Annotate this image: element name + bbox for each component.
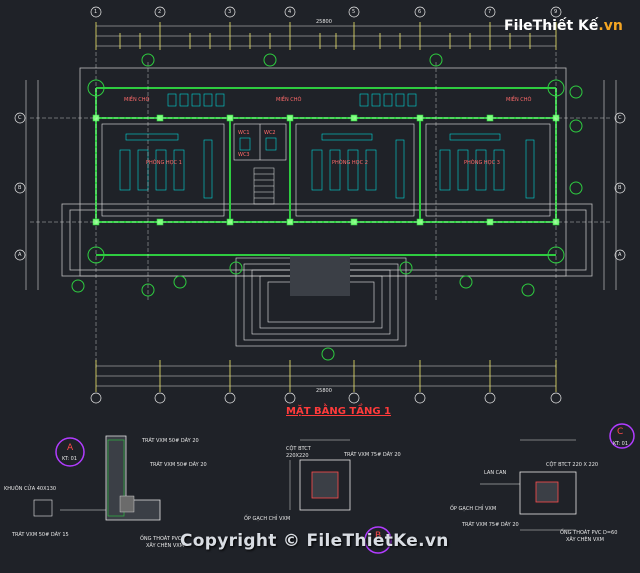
watermark-logo: FileThiết Kế.vn: [504, 18, 623, 34]
detail-c-label-3: ỐP GẠCH CHỈ VXM: [450, 506, 497, 512]
section-markers: [71, 53, 583, 361]
logo-rest-text: Thiết Kế: [532, 18, 599, 34]
grid-axes: [30, 52, 610, 370]
detail-c-letter: C: [617, 427, 624, 437]
structural-walls: [95, 87, 557, 256]
grid-number-5: 5: [352, 9, 356, 15]
room-label-wc3: WC3: [238, 152, 250, 158]
desk-rows: [119, 133, 535, 199]
bottom-grid-bubbles: [90, 392, 562, 404]
side-grid-bubbles: [14, 112, 626, 261]
grid-letter-c-right: C: [618, 115, 622, 121]
logo-tld-text: .vn: [598, 18, 623, 34]
detail-a-label-6: XÂY CHÈN VXM: [146, 543, 185, 549]
grid-letter-a-right: A: [618, 252, 622, 258]
room-partitions: [101, 123, 551, 217]
detail-a-label-4: TRÁT VXM 50# DÀY 15: [12, 532, 69, 538]
grid-number-6: 6: [418, 9, 422, 15]
room-label-wc-mid: MIỀN CHÓ: [276, 97, 302, 103]
grid-number-4: 4: [288, 9, 292, 15]
detail-b-label-3: TRÁT VXM 75# DÀY 20: [344, 452, 401, 458]
staircase: [253, 167, 275, 205]
detail-c-label-6: XÂY CHÈN VXM: [566, 537, 605, 543]
detail-c-label-2: LAN CAN: [484, 470, 507, 476]
entrance-hatch: [290, 256, 350, 296]
detail-a-label-2: TRÁT VXM 50# DÀY 20: [150, 462, 207, 468]
room-label-1: PHÒNG HỌC 1: [146, 160, 182, 166]
detail-c: [480, 423, 635, 531]
grid-number-7: 7: [488, 9, 492, 15]
detail-b-letter: B: [375, 531, 382, 541]
bottom-dimension-ticks: [95, 360, 557, 392]
room-label-wc1: WC1: [238, 130, 250, 136]
grid-number-1: 1: [94, 9, 98, 15]
room-label-2: PHÒNG HỌC 2: [332, 160, 368, 166]
detail-a: [33, 435, 161, 521]
detail-c-kt: KT: 01: [613, 441, 629, 447]
logo-file-text: File: [504, 18, 533, 34]
drawing-title: MẶT BẰNG TẦNG 1: [286, 406, 391, 417]
room-label-wc-left: MIỀN CHÓ: [124, 97, 150, 103]
top-dimension-lines: [96, 25, 556, 47]
grid-number-9: 9: [554, 9, 558, 15]
grid-number-3: 3: [228, 9, 232, 15]
detail-b-label-2: 220X220: [286, 453, 309, 459]
room-label-wc-right: MIỀN CHÓ: [506, 97, 532, 103]
bottom-dimension-lines: [96, 365, 556, 387]
detail-a-label-5: ỐNG THOÁT PVC: [140, 536, 182, 542]
detail-a-label-1: TRÁT VXM 50# DÀY 20: [142, 438, 199, 444]
detail-a-kt: KT: 01: [62, 456, 78, 462]
detail-c-label-5: ỐNG THOÁT PVC D=60: [560, 530, 618, 536]
grid-letter-b-right: B: [618, 185, 622, 191]
detail-a-label-3: KHUÔN CỬA 40X130: [4, 486, 57, 492]
detail-b-label-1: CỘT BTCT: [286, 446, 311, 452]
detail-c-label-4: TRÁT VXM 75# DÀY 20: [462, 522, 519, 528]
top-dimension-ticks: [95, 22, 557, 50]
detail-c-label-1: CỘT BTCT 220 X 220: [546, 462, 599, 468]
columns: [92, 114, 560, 226]
grid-letter-b-left: B: [18, 185, 22, 191]
detail-b: [289, 439, 392, 554]
grid-number-2: 2: [158, 9, 162, 15]
grid-letter-c-left: C: [18, 115, 22, 121]
dimension-total-top: 25800: [316, 19, 332, 25]
dimension-total-bottom: 25800: [316, 388, 332, 394]
copyright-watermark: Copyright © FileThietKe.vn: [180, 531, 449, 551]
toilet-fixtures: [167, 93, 417, 151]
detail-b-label-4: ỐP GẠCH CHỈ VXM: [244, 516, 291, 522]
room-label-wc2: WC2: [264, 130, 276, 136]
detail-a-letter: A: [67, 443, 74, 453]
top-grid-bubbles: [90, 6, 562, 18]
grid-letter-a-left: A: [18, 252, 22, 258]
room-label-3: PHÒNG HỌC 3: [464, 160, 500, 166]
